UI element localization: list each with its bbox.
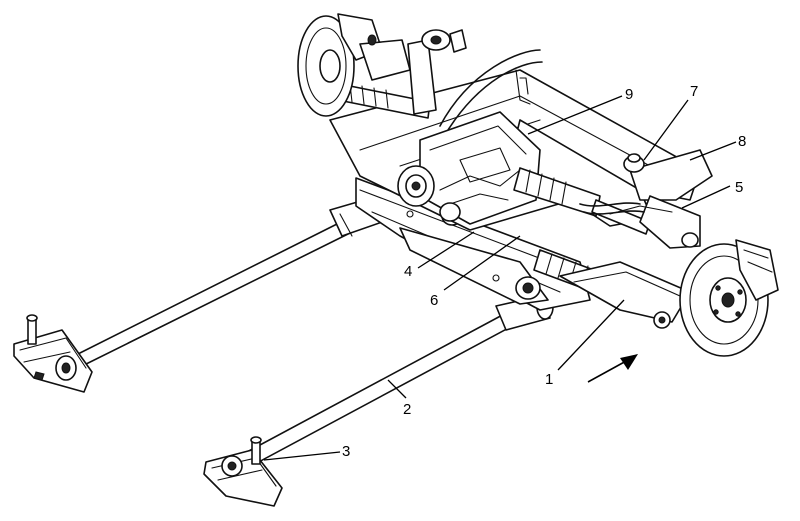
- left-mount-bracket: [13, 314, 93, 393]
- callout-7: 7: [690, 83, 698, 100]
- direction-arrow-icon: [587, 354, 638, 383]
- callout-8: 8: [738, 133, 746, 150]
- callout-1: 1: [545, 371, 553, 388]
- callout-9: 9: [625, 86, 633, 103]
- callout-6: 6: [430, 292, 438, 309]
- upper-control-arm: [609, 149, 713, 249]
- left-shock-absorber: [407, 29, 467, 115]
- left-brake-disc: [297, 13, 411, 117]
- callout-leaders: [263, 95, 737, 461]
- anti-roll-bar: [579, 202, 645, 215]
- brake-line: [439, 49, 543, 131]
- left-strut-rod: [61, 193, 392, 373]
- callout-labels: 1 2 3 4 5 6 7 8 9: [342, 83, 746, 460]
- right-brake-disc: [679, 239, 779, 357]
- right-drive-shaft: [513, 167, 651, 235]
- right-mount-bracket: [203, 436, 283, 507]
- right-strut-rod: [231, 294, 554, 473]
- lower-control-arm: [559, 261, 691, 329]
- callout-5: 5: [735, 179, 743, 196]
- differential-housing: [397, 111, 541, 225]
- callout-4: 4: [404, 263, 412, 280]
- callout-2: 2: [403, 401, 411, 418]
- callout-3: 3: [342, 443, 350, 460]
